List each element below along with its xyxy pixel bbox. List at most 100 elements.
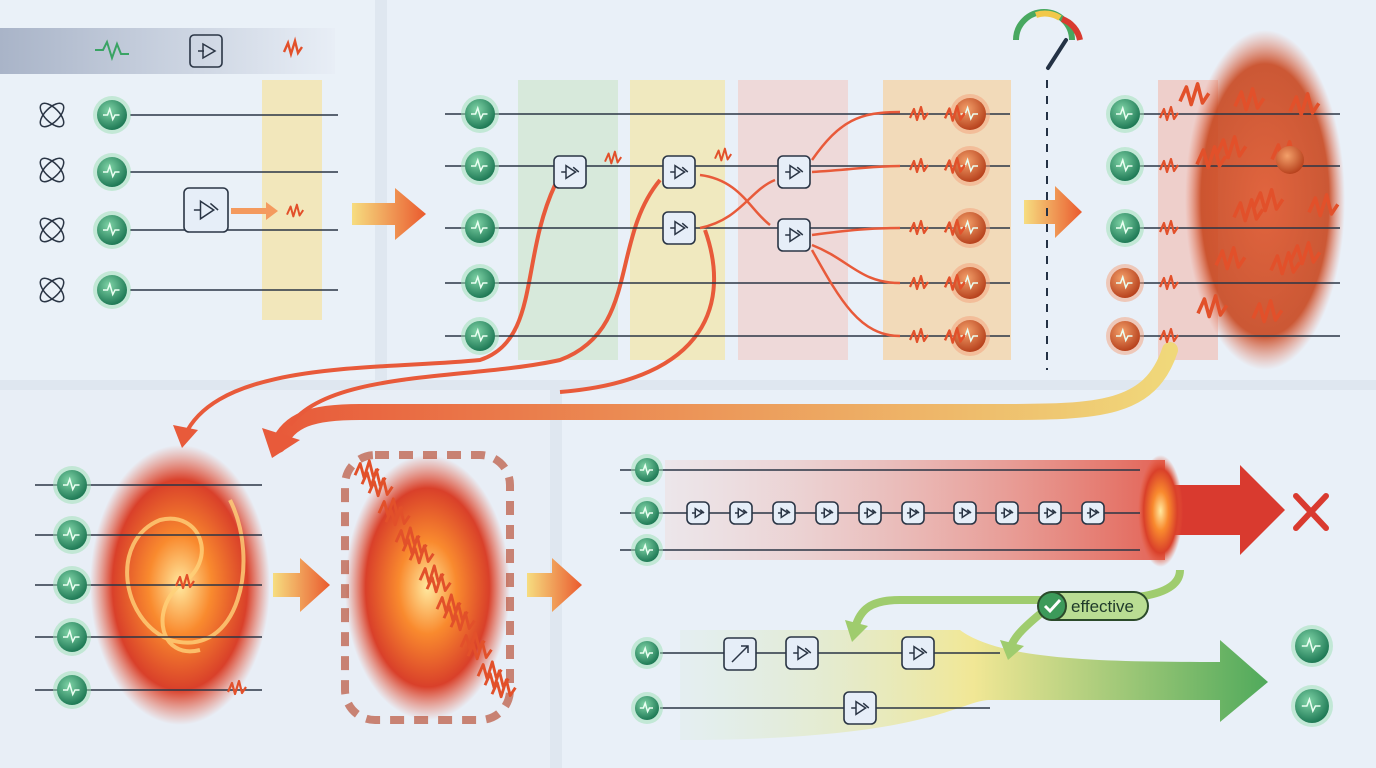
spin-icon-part — [39, 277, 65, 303]
waveform-icon — [639, 462, 653, 476]
gate-icon — [777, 507, 791, 519]
pulse-icon — [39, 217, 65, 243]
waveform-icon — [471, 219, 488, 235]
noise-signal-icon — [1215, 135, 1248, 160]
gate-box — [553, 155, 587, 189]
feedback-arrow-3 — [559, 229, 717, 394]
gate-box — [729, 501, 753, 525]
noisy-qubit — [1276, 146, 1304, 174]
gate-icon — [1000, 507, 1014, 519]
waveform-icon — [471, 327, 488, 343]
noise-signal-icon — [1307, 193, 1340, 218]
noise-signal-icon — [908, 219, 929, 236]
waveform-icon — [63, 681, 80, 697]
gate-icon — [193, 199, 219, 221]
gate-icon — [691, 507, 705, 519]
noise-signal-icon — [408, 544, 435, 565]
waveform-icon — [63, 476, 80, 492]
noise-emit-arrow — [231, 202, 278, 220]
gate-icon — [670, 220, 689, 236]
gate-box — [858, 501, 882, 525]
noise-signal-icon — [226, 679, 247, 696]
noise-spread-arrow — [699, 178, 776, 230]
waveform-icon — [639, 700, 653, 714]
waveform-icon — [103, 281, 120, 297]
gate-box — [183, 187, 229, 233]
noise-signal-icon — [1158, 327, 1179, 344]
waveform-icon — [639, 645, 653, 659]
noise-signal-icon — [1196, 294, 1229, 319]
fail-x-icon — [1293, 493, 1329, 531]
gate-box — [901, 636, 935, 670]
noise-signal-icon — [1214, 246, 1247, 271]
noise-signal-icon — [714, 147, 733, 162]
vortex-swirl — [125, 499, 246, 654]
gate-box — [777, 218, 811, 252]
gate-icon — [906, 507, 920, 519]
transition-arrow-4 — [527, 558, 582, 612]
noise-signal-icon — [943, 157, 966, 174]
check-icon — [1037, 591, 1067, 621]
gate-icon — [189, 34, 223, 68]
noise-spread-arrow — [811, 164, 901, 174]
effective-label: effective — [1071, 597, 1134, 616]
transition-arrow-2 — [1024, 186, 1082, 238]
mitigation-arrow-head — [845, 620, 868, 642]
noise-spread-arrow — [810, 110, 901, 161]
spin-icon — [39, 277, 65, 303]
gate-icon — [1043, 507, 1057, 519]
noise-signal-icon — [1178, 82, 1211, 107]
noise-signal-icon — [943, 327, 966, 344]
noise-column-highlight — [262, 80, 322, 320]
noise-spread-arrow — [699, 173, 771, 226]
legend-bar — [0, 28, 335, 74]
orbit-icon — [39, 157, 65, 183]
noise-signal-icon — [604, 150, 623, 165]
gate-box — [662, 211, 696, 245]
gate-box — [901, 501, 925, 525]
success-band — [680, 630, 1268, 740]
noise-signal-icon — [490, 678, 517, 699]
noise-signal-icon — [1232, 198, 1265, 223]
noise-signal-icon — [282, 36, 303, 59]
noise-signal-icon — [1269, 251, 1302, 276]
noise-signal-icon — [908, 105, 929, 122]
transition-arrow-1 — [352, 188, 426, 240]
feedback-arrow-1-head — [173, 425, 198, 448]
gate-box — [815, 501, 839, 525]
gate-box — [953, 501, 977, 525]
gate-box — [1081, 501, 1105, 525]
waveform-icon — [639, 505, 653, 519]
gate-box — [995, 501, 1019, 525]
noise-signal-icon — [1158, 219, 1179, 236]
noise-signal-icon — [1158, 274, 1179, 291]
gate-icon — [1086, 507, 1100, 519]
noise-block — [1138, 455, 1183, 567]
noise-signal-icon — [1288, 92, 1321, 117]
waveform-icon — [1116, 105, 1133, 121]
gate-icon — [958, 507, 972, 519]
noise-signal-icon — [1158, 105, 1179, 122]
clean-signal-icon — [95, 39, 129, 62]
waveform-icon — [1116, 327, 1133, 343]
gauge-needle — [1046, 38, 1068, 70]
waveform-icon — [471, 105, 488, 121]
failure-arrow — [1170, 465, 1285, 555]
gate-box — [1038, 501, 1062, 525]
waveform-icon — [1116, 274, 1133, 290]
atom-icon — [39, 102, 65, 128]
noise-signal-icon — [1233, 87, 1266, 112]
noise-signal-icon — [1251, 299, 1284, 324]
noise-signal-icon — [1252, 188, 1285, 213]
noise-signal-icon — [384, 506, 411, 527]
noise-signal-icon — [908, 274, 929, 291]
feedback-arrow-head — [262, 428, 300, 458]
noise-signal-icon — [943, 105, 966, 122]
noise-signal-icon — [174, 573, 195, 590]
noise-signal-icon — [1289, 241, 1322, 266]
gate-box — [686, 501, 710, 525]
noise-signal-icon — [286, 203, 305, 218]
waveform-icon — [103, 221, 120, 237]
waveform-icon — [63, 526, 80, 542]
gate-glyph — [198, 42, 217, 60]
